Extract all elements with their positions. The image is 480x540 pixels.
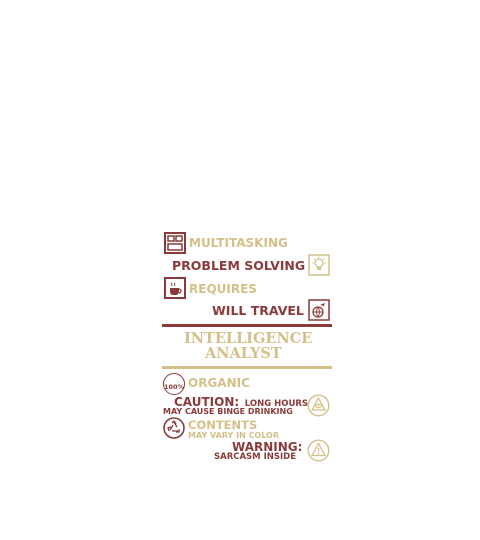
caution-line: CAUTION: LONG HOURS	[174, 395, 308, 410]
grid-box-icon	[164, 232, 186, 254]
vary-text: MAY VARY IN COLOR	[188, 431, 280, 440]
shirt-design: MULTITASKING PROBLEM SOLVING REQUIRES WI…	[160, 226, 336, 466]
badge-100-text: 100%	[164, 383, 185, 391]
problem-solving-text: PROBLEM SOLVING	[172, 258, 306, 273]
warning-text: WARNING:	[232, 440, 303, 454]
organic-text: ORGANIC	[188, 376, 250, 390]
requires-text: REQUIRES	[189, 282, 257, 296]
contents-text: CONTENTS	[188, 418, 258, 432]
recycle-icon	[163, 417, 185, 439]
binge-text: MAY CAUSE BINGE DRINKING	[163, 407, 293, 416]
sarcasm-text: SARCASM INSIDE	[214, 452, 297, 462]
warning-triangle-icon	[307, 439, 330, 462]
long-hours-text: LONG HOURS	[244, 399, 309, 409]
will-travel-text: WILL TRAVEL	[212, 303, 304, 318]
caution-text: CAUTION:	[174, 395, 240, 409]
lightbulb-icon	[308, 254, 330, 276]
top-divider	[162, 324, 332, 327]
globe-plane-icon	[308, 299, 330, 321]
coffee-cup-icon	[164, 277, 186, 299]
title-line-1: INTELLIGENCE	[184, 330, 313, 347]
bottom-divider	[162, 366, 332, 369]
title-line-2: ANALYST	[205, 345, 282, 362]
eye-triangle-icon	[307, 394, 330, 417]
badge-100: 100%	[163, 373, 185, 395]
multitasking-text: MULTITASKING	[189, 236, 288, 250]
